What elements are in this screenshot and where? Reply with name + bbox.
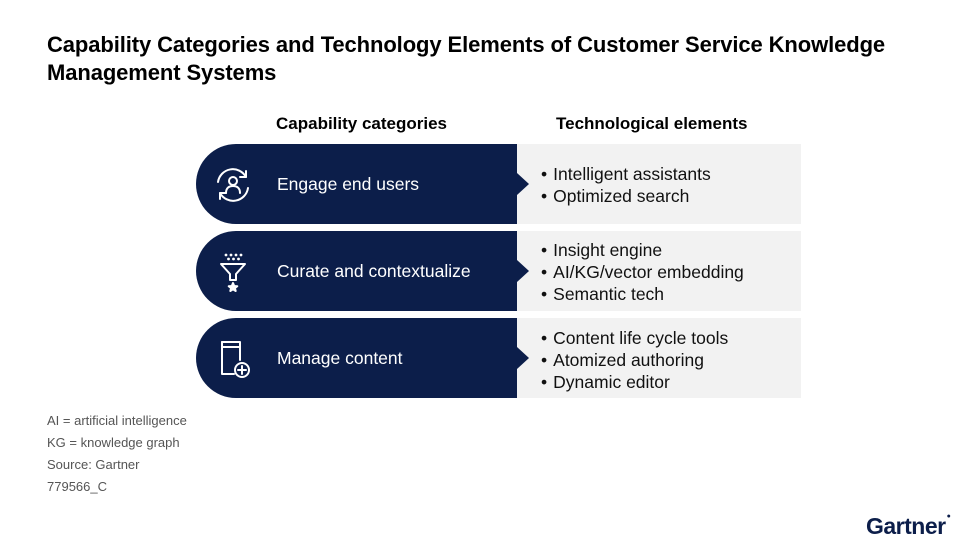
- tech-item: Dynamic editor: [541, 371, 728, 393]
- row-engage-end-users: Engage end users Intelligent assistants …: [196, 144, 801, 224]
- tech-item: Optimized search: [541, 185, 711, 207]
- column-header-technology: Technological elements: [556, 114, 748, 133]
- tech-item: Atomized authoring: [541, 349, 728, 371]
- arrow-pointer: [517, 347, 529, 369]
- logo-dot-icon: ●: [946, 513, 951, 520]
- tech-item: Semantic tech: [541, 283, 744, 305]
- footnote: 779566_C: [47, 479, 107, 494]
- tech-item: Intelligent assistants: [541, 163, 711, 185]
- gartner-logo: Gartner●: [866, 513, 951, 540]
- footnote: KG = knowledge graph: [47, 435, 180, 450]
- document-add-icon: [210, 336, 256, 382]
- logo-text: Gartner: [866, 513, 946, 539]
- footnote: Source: Gartner: [47, 457, 140, 472]
- footnotes: AI = artificial intelligence KG = knowle…: [47, 410, 187, 498]
- row-manage-content: Manage content Content life cycle tools …: [196, 318, 801, 398]
- arrow-pointer: [517, 173, 529, 195]
- capability-label: Manage content: [277, 348, 403, 368]
- column-header-capability: Capability categories: [276, 114, 448, 133]
- tech-item: Insight engine: [541, 239, 744, 261]
- row-curate-contextualize: Curate and contextualize Insight engine …: [196, 231, 801, 311]
- arrow-pointer: [517, 260, 529, 282]
- page-title: Capability Categories and Technology Ele…: [47, 32, 886, 85]
- funnel-star-icon: [210, 249, 256, 295]
- capability-label: Engage end users: [277, 174, 420, 194]
- tech-item: AI/KG/vector embedding: [541, 261, 744, 283]
- tech-list: Insight engine AI/KG/vector embedding Se…: [541, 239, 744, 305]
- tech-item: Content life cycle tools: [541, 327, 728, 349]
- footnote: AI = artificial intelligence: [47, 413, 187, 428]
- tech-list: Content life cycle tools Atomized author…: [541, 327, 728, 393]
- user-refresh-icon: [210, 162, 256, 208]
- capability-pill: [196, 231, 517, 311]
- capability-label: Curate and contextualize: [277, 261, 471, 281]
- capability-pill: [196, 144, 517, 224]
- capability-pill: [196, 318, 517, 398]
- tech-list: Intelligent assistants Optimized search: [541, 163, 711, 207]
